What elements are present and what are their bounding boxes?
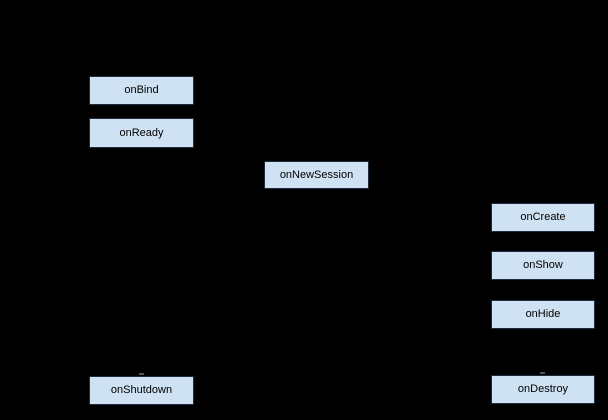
arrowhead-icon xyxy=(540,372,545,374)
node-onready: onReady xyxy=(89,118,194,148)
node-onbind: onBind xyxy=(89,76,194,105)
arrowhead-icon xyxy=(139,373,144,375)
node-onnewsession: onNewSession xyxy=(264,161,369,189)
node-onhide: onHide xyxy=(491,300,595,329)
node-onshutdown: onShutdown xyxy=(89,376,194,405)
node-ondestroy: onDestroy xyxy=(491,375,595,404)
node-onshow: onShow xyxy=(491,251,595,280)
node-oncreate: onCreate xyxy=(491,203,595,232)
